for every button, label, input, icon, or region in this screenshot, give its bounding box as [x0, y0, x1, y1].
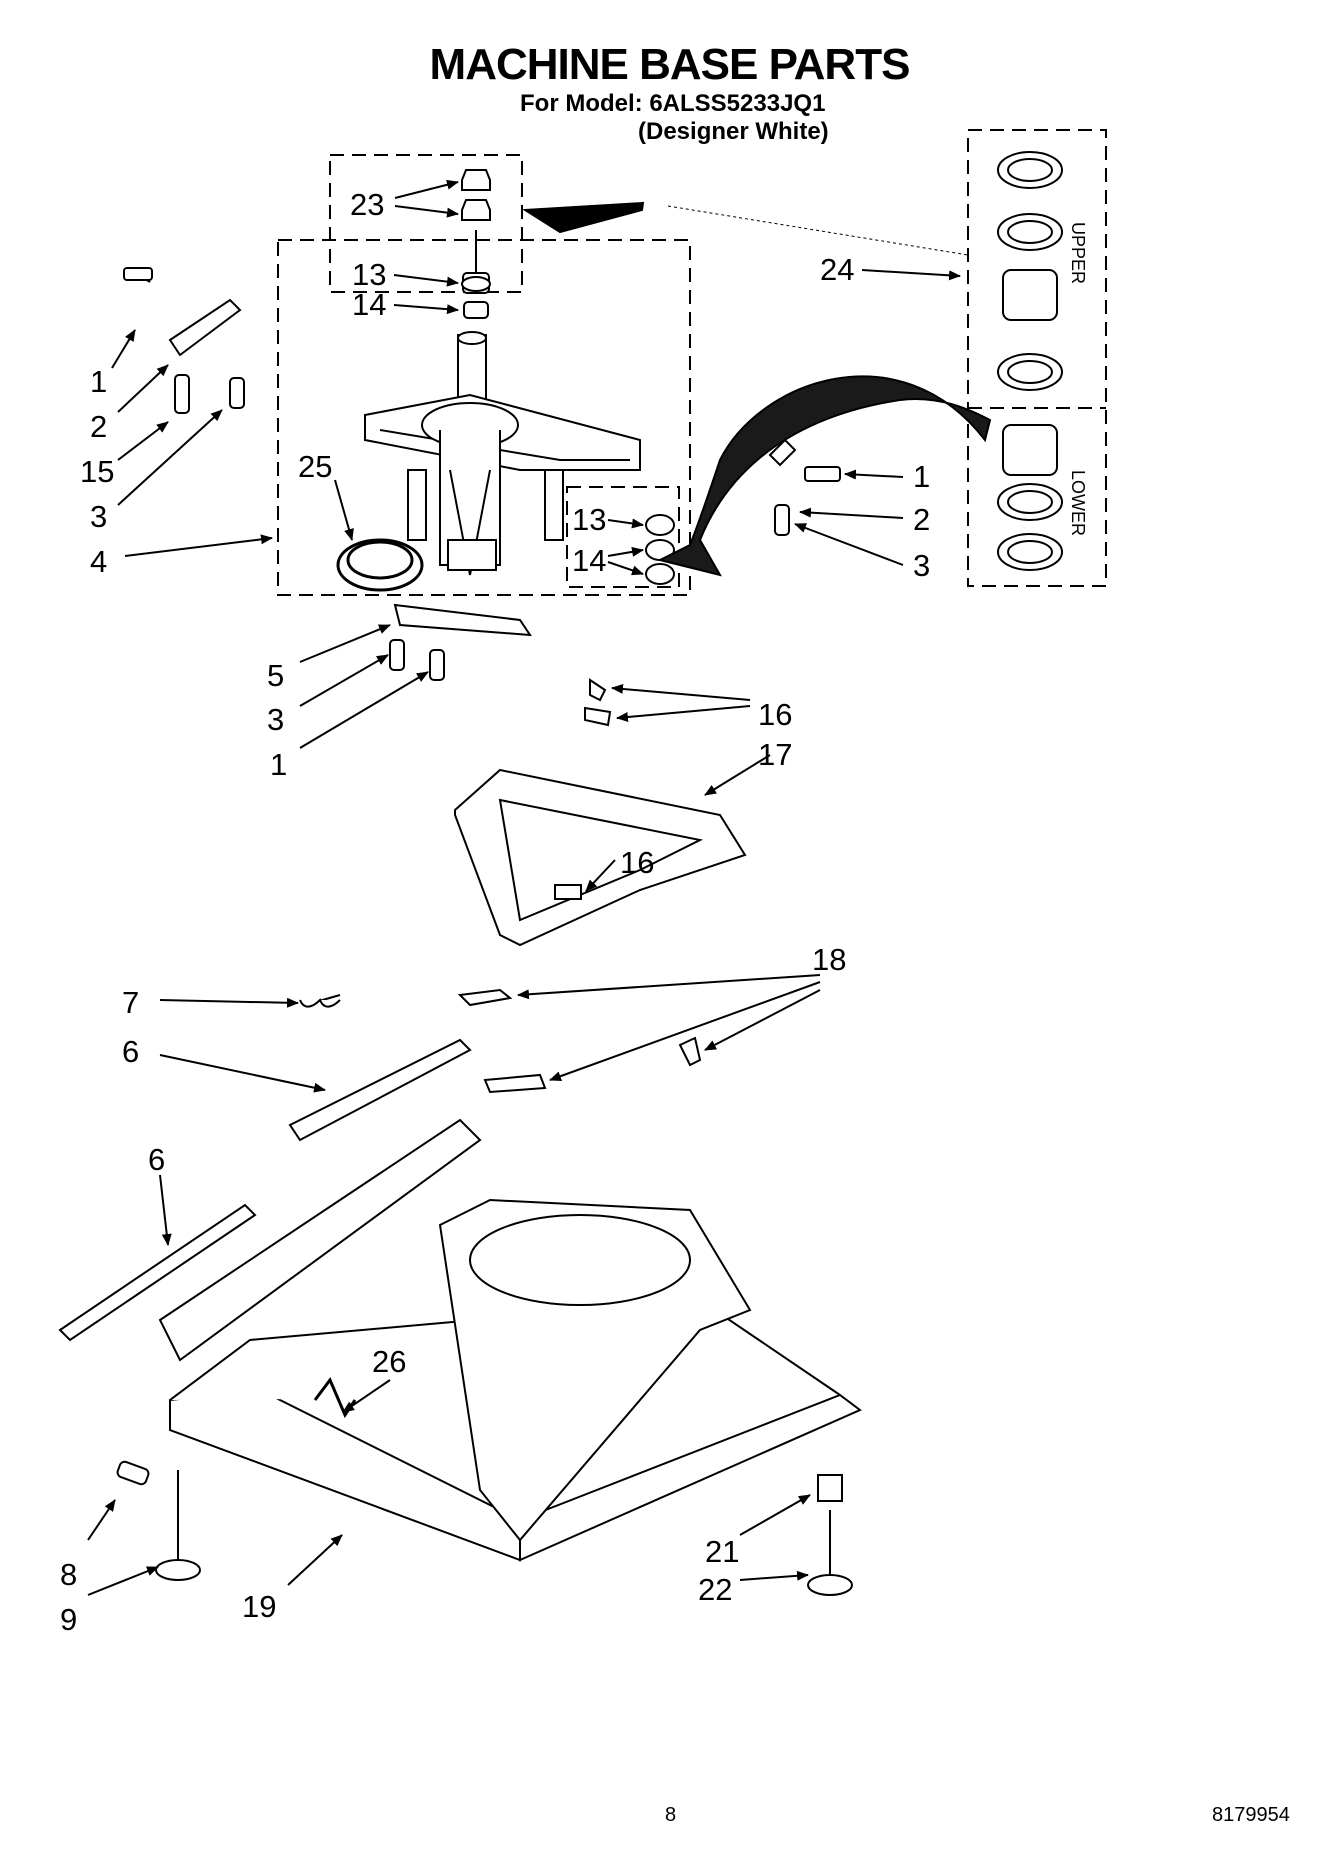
callout-6-lower: 6: [148, 1142, 165, 1177]
model-line: For Model: 6ALSS5233JQ1: [520, 90, 826, 117]
lower-side-label: LOWER: [1068, 470, 1088, 536]
callout-19: 19: [242, 1589, 276, 1624]
callout-17: 17: [758, 737, 792, 772]
kit-24-parts: [997, 151, 1063, 571]
callout-2-left: 2: [90, 409, 107, 444]
right-bracket-parts: [768, 438, 841, 536]
lower-mounts: [645, 514, 675, 585]
callout-22: 22: [698, 1572, 732, 1607]
callout-14-lower: 14: [572, 543, 606, 578]
callout-15: 15: [80, 454, 114, 489]
rails-and-springs: [58, 988, 702, 1342]
page-number: 8: [665, 1804, 677, 1826]
callout-1-right: 1: [913, 459, 930, 494]
callout-14-upper: 14: [352, 287, 386, 322]
black-tube-arrow: [657, 375, 992, 577]
lower-mount-dashed-box: [566, 486, 680, 588]
callout-4: 4: [90, 544, 107, 579]
callout-1-left: 1: [90, 364, 107, 399]
leader-lines: [87, 179, 961, 1596]
callout-13-lower: 13: [572, 502, 606, 537]
callout-1-bottom: 1: [270, 747, 287, 782]
insert-arrow: [521, 201, 645, 234]
callout-9: 9: [60, 1602, 77, 1637]
callout-16-lower: 16: [620, 845, 654, 880]
transmission-assembly: [364, 331, 641, 576]
kit-24-dashed-box: [967, 129, 1107, 587]
page-title: MACHINE BASE PARTS: [429, 40, 911, 89]
callout-3-bottom: 3: [267, 702, 284, 737]
callout-6-upper: 6: [122, 1034, 139, 1069]
callout-21: 21: [705, 1534, 739, 1569]
bearing-kit-dashed-box: [329, 154, 523, 293]
top-frame: [454, 678, 747, 947]
callout-24: 24: [820, 252, 854, 287]
document-number: 8179954: [1212, 1804, 1290, 1826]
left-bracket-parts: [123, 267, 245, 414]
callout-5: 5: [267, 658, 284, 693]
callout-13-upper: 13: [352, 257, 386, 292]
callout-16-upper: 16: [758, 697, 792, 732]
transmission-dashed-box: [277, 239, 691, 596]
variant-line: (Designer White): [638, 118, 829, 145]
kit-24-leader: [667, 205, 969, 256]
callout-2-right: 2: [913, 502, 930, 537]
callout-18: 18: [812, 942, 846, 977]
callout-3-left: 3: [90, 499, 107, 534]
bottom-bracket-parts: [389, 603, 532, 681]
callout-25: 25: [298, 449, 332, 484]
upper-side-label: UPPER: [1068, 222, 1088, 284]
bearing-stack: [461, 169, 491, 319]
seal-ring: [336, 538, 424, 592]
callout-26: 26: [372, 1344, 406, 1379]
callout-23: 23: [350, 187, 384, 222]
callout-8: 8: [60, 1557, 77, 1592]
callout-3-right: 3: [913, 548, 930, 583]
leveling-feet: [116, 1460, 853, 1596]
machine-base: [158, 1118, 862, 1562]
callout-7: 7: [122, 985, 139, 1020]
